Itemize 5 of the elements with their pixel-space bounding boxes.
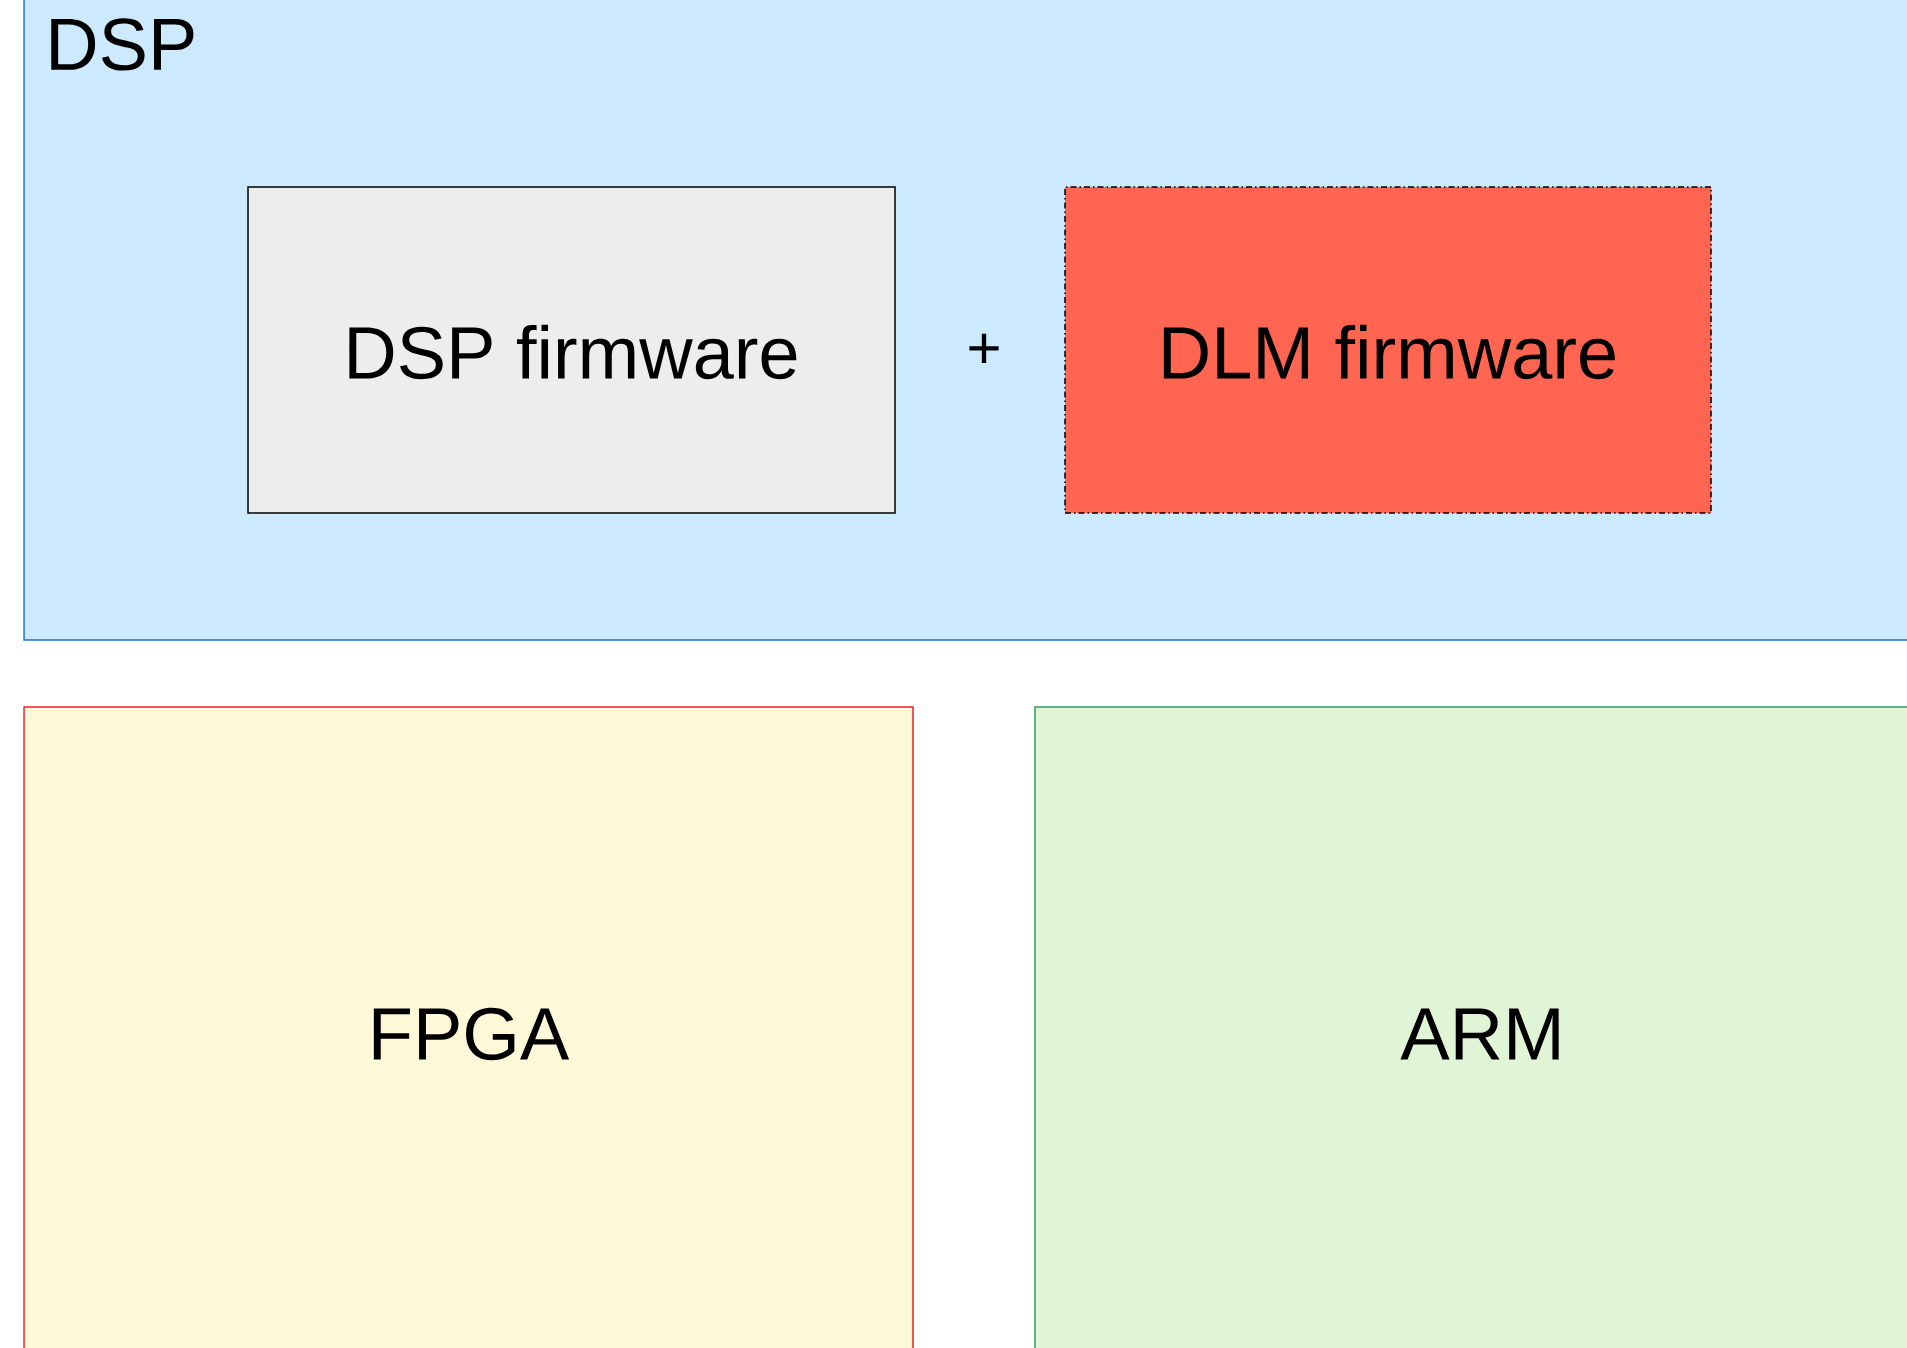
plus-sign: + <box>969 333 999 364</box>
container-box: FPGA <box>23 706 914 1348</box>
container-box: ARM <box>1034 706 1907 1348</box>
process-box: DSP firmware <box>247 186 896 514</box>
process-box: DLM firmware <box>1064 186 1712 514</box>
